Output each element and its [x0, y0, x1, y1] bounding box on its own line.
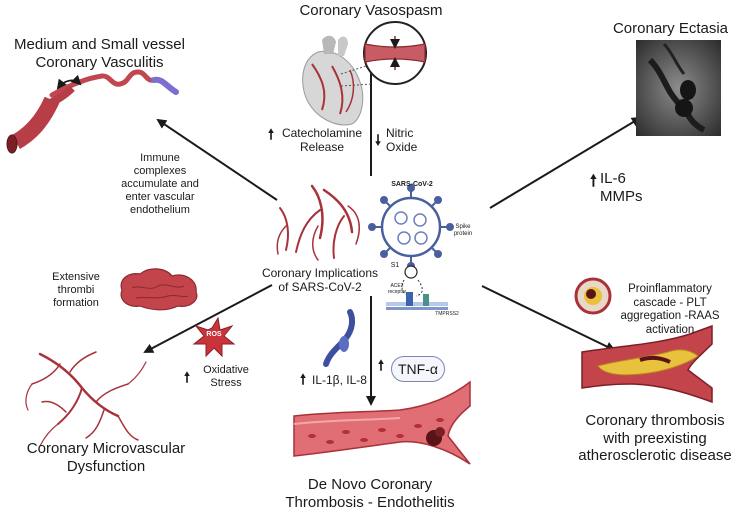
- il6-up-arrow: 🠕: [590, 173, 597, 190]
- center-coronary-tree: [276, 184, 361, 261]
- tmprss2-label: TMPRSS2: [435, 311, 459, 317]
- vasculitis-vessel-illustration: [6, 69, 179, 154]
- athero-title: Coronary thrombosis with preexisting ath…: [578, 412, 732, 465]
- vasospasm-magnifier: [363, 21, 427, 85]
- arrow-to-ectasia: [489, 116, 642, 209]
- vasospasm-title: Coronary Vasospasm: [299, 2, 443, 19]
- arrow-to-athero: [481, 285, 616, 352]
- heart-vasospasm-illustration: [302, 35, 373, 126]
- pathway-arrows: [143, 58, 642, 406]
- tnf-alpha-pill: TNF-α: [391, 356, 445, 382]
- ectasia-title: Coronary Ectasia: [612, 20, 729, 37]
- tnf-up-arrow: 🠕: [378, 357, 385, 373]
- sars-cov-2-virus-illustration: [368, 184, 454, 310]
- s1-label: S1: [390, 262, 400, 269]
- ectasia-angiogram-image: [636, 40, 721, 136]
- thrombi-mass-illustration: [120, 268, 198, 311]
- athero-inset-circle: [574, 277, 612, 315]
- interleukin-molecule-illustration: [323, 309, 356, 367]
- ros-label: ROS: [206, 331, 222, 338]
- arrow-to-vasculitis: [156, 118, 278, 201]
- proinflammatory-cascade-label: Proinflammatory cascade - PLT aggregatio…: [620, 283, 720, 336]
- immune-complex-label: Immune complexes accumulate and enter va…: [121, 152, 199, 216]
- ros-star-badge: [192, 316, 236, 358]
- arrow-to-microvascular: [143, 284, 273, 353]
- oxidative-stress-up-arrow: 🠕: [184, 369, 191, 385]
- denovo-vessel-illustration: [293, 380, 471, 465]
- thrombi-label: Extensive thrombi formation: [52, 271, 100, 309]
- il1-up-arrow: 🠕: [300, 371, 307, 387]
- catecholamine-up-arrow: 🠕: [268, 126, 275, 142]
- virus-title: SARS-CoV-2: [391, 181, 433, 188]
- nitric-oxide-down-arrow: 🠗: [375, 132, 382, 148]
- il1-il8-label: IL-1β, IL-8: [312, 373, 367, 387]
- athero-vessel-illustration: [581, 324, 713, 404]
- microvascular-network-illustration: [25, 351, 147, 447]
